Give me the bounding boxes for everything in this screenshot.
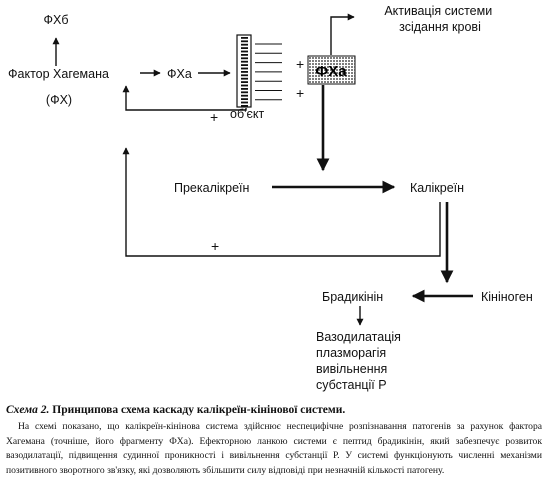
surface-hatch-mark (241, 81, 248, 83)
caption-title: Схема 2. Принципова схема каскаду калікр… (6, 403, 542, 417)
surface-hatch-mark (241, 60, 248, 63)
object-surface (236, 34, 282, 108)
kininogen-label: Кініноген (481, 290, 533, 304)
surface-hatch-mark (241, 40, 248, 43)
plus-sign-feedback: + (211, 238, 219, 254)
object-label: об'єкт (230, 107, 264, 121)
surface-hatch-mark (241, 64, 248, 66)
surface-hatch-mark (241, 43, 248, 46)
fxa-bound-box (307, 55, 356, 85)
surface-hatch-mark (241, 37, 248, 39)
plus-sign-box-top: + (296, 56, 304, 72)
fx-abbrev-label: (ФХ) (46, 93, 72, 107)
surface-hatch-mark (241, 74, 248, 77)
surface-hatch-mark (241, 47, 248, 49)
cascade-diagram: ФХб Фактор Хагемана (ФХ) ФХа + + ФХа Акт… (8, 4, 533, 392)
bradykinin-label: Брадикінін (322, 290, 383, 304)
surface-hatch-mark (241, 54, 248, 56)
surface-hatch-mark (241, 88, 248, 90)
prekallikrein-label: Прекалікреїн (174, 181, 249, 195)
caption-body: На схемі показано, що калікреїн-кінінова… (6, 421, 542, 476)
surface-hatch-mark (241, 91, 248, 94)
surface-hatch-mark (241, 67, 248, 70)
surface-hatch-mark (241, 50, 248, 53)
surface-hatch-mark (241, 98, 248, 100)
hageman-factor-label: Фактор Хагемана (8, 67, 109, 81)
fxa-box-label: ФХа (315, 63, 347, 80)
surface-hatch-mark (241, 105, 248, 107)
object-feedback-arrow (122, 85, 247, 111)
plus-sign-box-bottom: + (296, 85, 304, 101)
to-coagulation-arrow (330, 13, 355, 55)
plus-sign-object: + (210, 109, 218, 125)
coagulation-activation-label: Активація системи зсідання крові (384, 4, 495, 34)
surface-hatch-mark (241, 71, 248, 73)
caption-title-text: Принципова схема каскаду калікреїн-кінін… (52, 404, 346, 416)
caption-title-lead: Схема 2. (6, 404, 50, 416)
effects-label: Вазодилатація плазморагія вивільнення су… (316, 330, 404, 392)
kallikrein-feedback-arrow (122, 147, 441, 257)
fxa-label: ФХа (167, 67, 192, 81)
surface-hatch-mark (241, 101, 248, 104)
surface-hatch-mark (241, 94, 248, 97)
surface-hatch-mark (241, 77, 248, 80)
fxb-label: ФХб (44, 13, 69, 27)
figure-caption: Схема 2. Принципова схема каскаду калікр… (6, 403, 542, 478)
surface-hatch-mark (241, 57, 248, 60)
kallikrein-label: Калікреїн (410, 181, 464, 195)
surface-hatch-mark (241, 84, 248, 87)
